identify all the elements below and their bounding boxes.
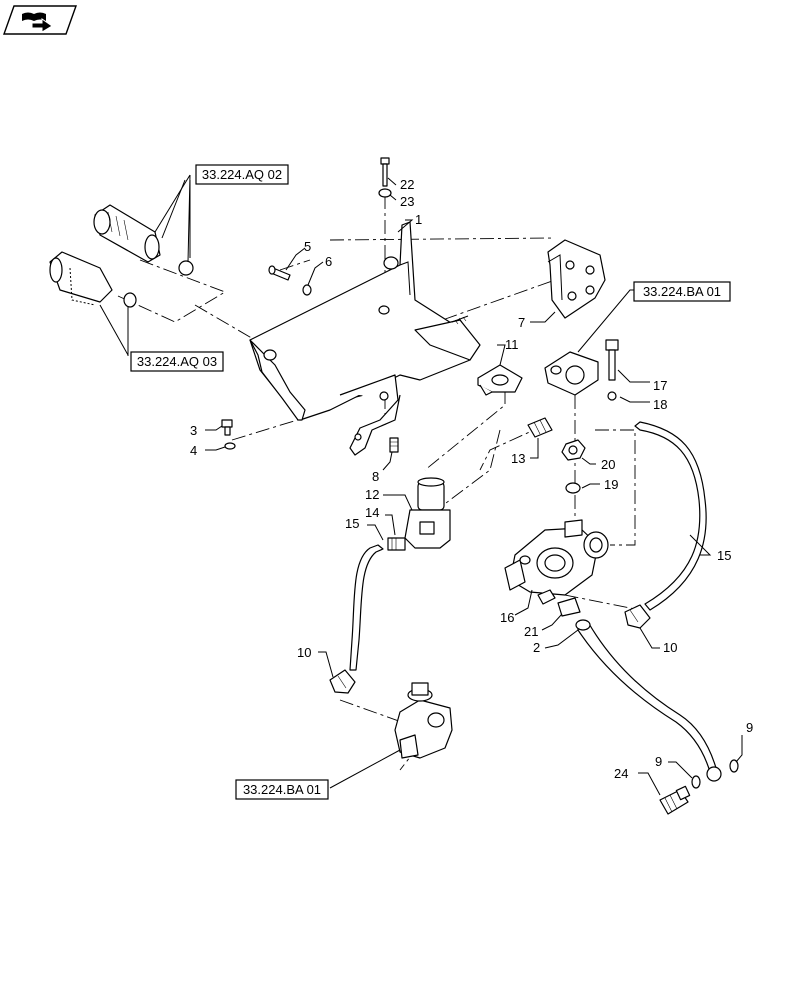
callout-20: 20 (601, 457, 615, 472)
ref-aq03-label: 33.224.AQ 03 (137, 354, 217, 369)
elbow-10-right (624, 604, 651, 629)
callout-12: 12 (365, 487, 379, 502)
fitting-21 (557, 597, 581, 617)
callout-7: 7 (518, 315, 525, 330)
air-filter-12 (404, 477, 451, 549)
valve-assembly-16 (504, 519, 609, 605)
leaders (99, 174, 743, 796)
washer-6 (302, 284, 312, 296)
bolt-22 (380, 157, 390, 187)
callout-2: 2 (533, 640, 540, 655)
hose-15-right (634, 421, 707, 611)
valve-lower (394, 682, 453, 759)
callout-10-right: 10 (663, 640, 677, 655)
elbow-10-left (329, 669, 356, 694)
callout-5: 5 (304, 239, 311, 254)
hose-15-left (349, 544, 384, 671)
washer-9-left (691, 775, 701, 789)
callout-23: 23 (400, 194, 414, 209)
mounting-plate (547, 239, 606, 319)
ref-aq02-link[interactable]: 33.224.AQ 02 (195, 164, 289, 185)
callout-1: 1 (415, 212, 422, 227)
callout-numbers: 1 2 3 4 5 6 7 8 9 9 10 10 11 12 13 14 15… (190, 177, 753, 781)
callout-15-left: 15 (345, 516, 359, 531)
callout-21: 21 (524, 624, 538, 639)
bolt-17 (605, 339, 619, 381)
callout-6: 6 (325, 254, 332, 269)
ref-aq03-link[interactable]: 33.224.AQ 03 (130, 351, 224, 372)
banjo-bolt-24 (659, 785, 691, 815)
washer-23 (378, 188, 392, 198)
valve-block-top (544, 351, 599, 396)
callout-24: 24 (614, 766, 628, 781)
ring-19 (565, 482, 581, 494)
ref-aq02-label: 33.224.AQ 02 (202, 167, 282, 182)
washer-4 (224, 442, 236, 450)
callout-4: 4 (190, 443, 197, 458)
callout-11: 11 (505, 337, 519, 352)
callout-3: 3 (190, 423, 197, 438)
callout-16: 16 (500, 610, 514, 625)
fitting-14 (387, 537, 406, 551)
nav-button[interactable] (3, 5, 77, 35)
callout-9-right: 9 (746, 720, 753, 735)
bolt-5 (268, 265, 291, 281)
tube-2 (575, 619, 722, 782)
quick-coupler-upper (93, 204, 194, 276)
callout-8: 8 (372, 469, 379, 484)
stud-8 (389, 437, 399, 453)
ref-ba01-bottom-label: 33.224.BA 01 (243, 782, 321, 797)
open-book-arrow-icon (22, 12, 53, 33)
callout-9-left: 9 (655, 754, 662, 769)
callout-15-right: 15 (717, 548, 731, 563)
ref-ba01-bottom-link[interactable]: 33.224.BA 01 (235, 779, 329, 800)
ref-ba01-top-link[interactable]: 33.224.BA 01 (633, 281, 731, 302)
callout-13: 13 (511, 451, 525, 466)
callout-18: 18 (653, 397, 667, 412)
callout-14: 14 (365, 505, 379, 520)
quick-coupler-lower (49, 251, 137, 308)
bolt-3 (221, 419, 233, 436)
small-bracket (477, 364, 523, 396)
nut-20 (561, 439, 586, 461)
callout-10-left: 10 (297, 645, 311, 660)
callout-19: 19 (604, 477, 618, 492)
fitting-13 (527, 417, 553, 438)
washer-18 (607, 391, 617, 401)
washer-9-right (729, 759, 739, 773)
callout-17: 17 (653, 378, 667, 393)
frame-bracket (249, 221, 481, 456)
ref-ba01-top-label: 33.224.BA 01 (643, 284, 721, 299)
callout-22: 22 (400, 177, 414, 192)
